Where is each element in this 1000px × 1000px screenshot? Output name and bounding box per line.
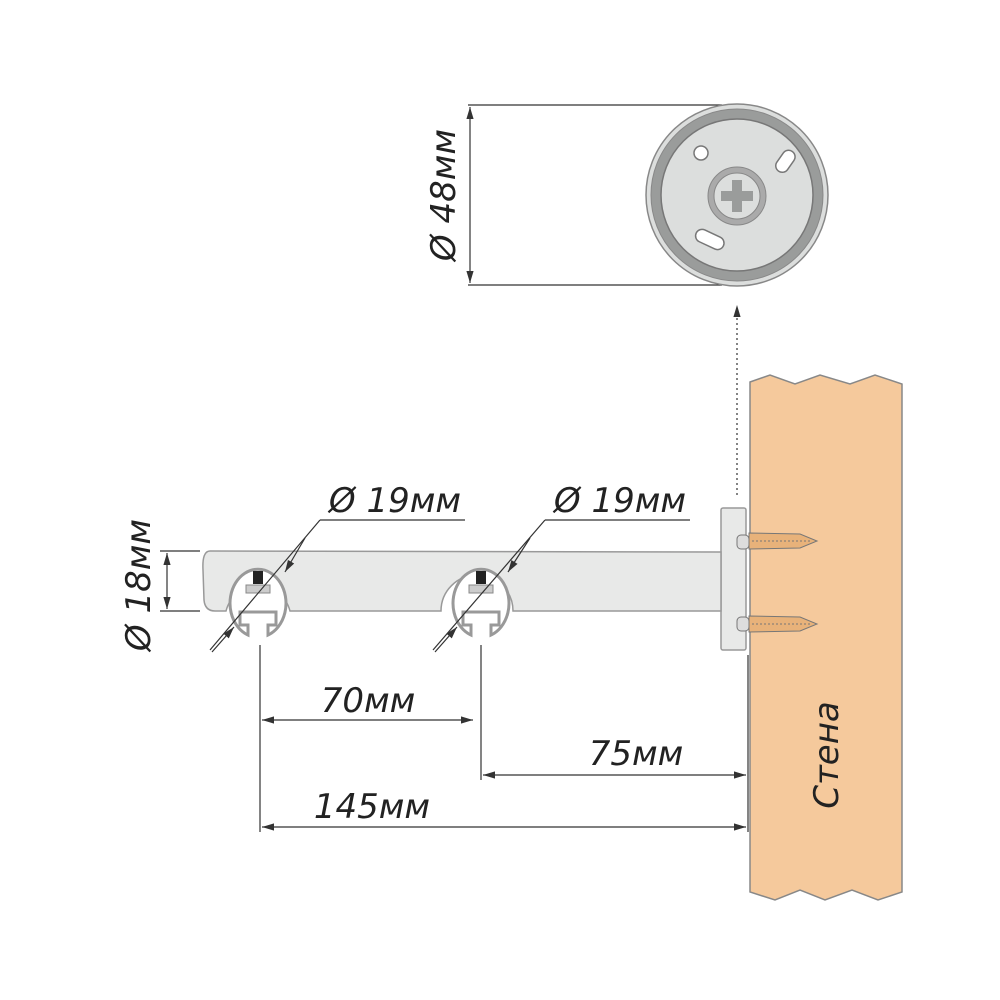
- plate-diameter-label: Ø 48мм: [424, 129, 464, 263]
- arm-diameter-label: Ø 18мм: [119, 519, 159, 653]
- rod-diameter-label-2: Ø 19мм: [552, 481, 686, 521]
- offset-label-145: 145мм: [314, 787, 430, 827]
- wall: [749, 374, 903, 901]
- spacing-label-70: 70мм: [321, 681, 416, 721]
- rod-diameter-label-1: Ø 19мм: [327, 481, 461, 521]
- mounting-plate-top-view: [468, 103, 829, 287]
- offset-label-75: 75мм: [589, 734, 684, 774]
- wall-label: Стена: [807, 701, 847, 809]
- screw-cross-icon: [721, 180, 753, 212]
- wall-anchors: [736, 532, 819, 633]
- rod-profile-2: [451, 567, 511, 638]
- rod-profile-1: [228, 567, 288, 638]
